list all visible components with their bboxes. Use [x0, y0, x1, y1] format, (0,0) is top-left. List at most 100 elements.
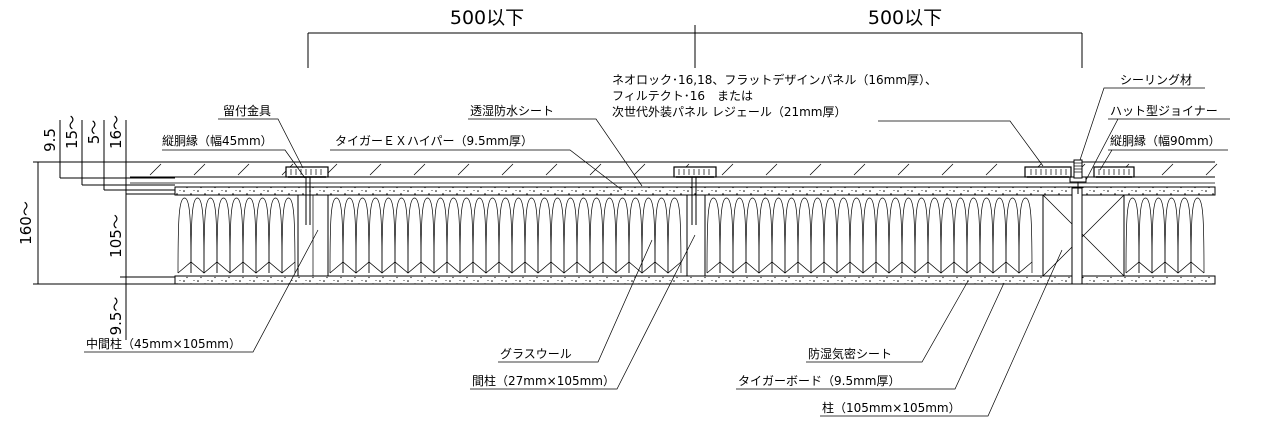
glass-wool-zigzag	[706, 261, 1033, 274]
glass-wool-loop	[758, 197, 773, 274]
glass-wool-loop	[849, 197, 864, 274]
dim-500-right: 500以下	[868, 7, 942, 29]
label-tiger-board: タイガーボード（9.5mm厚）	[738, 374, 900, 388]
hatch-line	[985, 163, 998, 176]
label-furring-45: 縦胴縁（幅45mm）	[162, 133, 273, 148]
glass-wool-loop	[394, 197, 409, 274]
label-post: 柱（105mm×105mm）	[822, 400, 961, 415]
glass-wool-loop	[524, 197, 539, 274]
dim-500-left: 500以下	[450, 7, 524, 29]
label-panel-line3: 次世代外装パネル レジェール（21mm厚）	[612, 105, 846, 119]
hatch-line	[369, 163, 382, 176]
leader-lines	[84, 87, 1230, 417]
glass-wool-loop	[268, 197, 283, 274]
label-tiger-ex-hyper: タイガーＥＸハイパー（9.5mm厚）	[335, 134, 533, 148]
glass-wool-pattern	[177, 197, 1205, 274]
labels: 留付金具 縦胴縁（幅45mm） タイガーＥＸハイパー（9.5mm厚） 透湿防水シ…	[86, 72, 1221, 415]
glass-wool-loop	[953, 197, 968, 274]
glass-wool-loop	[381, 197, 396, 274]
glass-wool-loop	[255, 197, 270, 274]
glass-wool-loop	[281, 197, 296, 274]
glass-wool-loop	[992, 197, 1007, 274]
label-panel-line2: フィルテクト･16 または	[612, 89, 753, 103]
glass-wool-loop	[576, 197, 591, 274]
glass-wool-loop	[550, 197, 565, 274]
glass-wool-loop	[732, 197, 747, 274]
glass-wool-loop	[368, 197, 383, 274]
label-sealant: シーリング材	[1120, 73, 1192, 87]
left-dimensions: 160〜 9.5 15〜 5〜 16〜 105〜 9.5〜	[17, 115, 175, 340]
glass-wool-loop	[1005, 197, 1020, 274]
glass-wool-loop	[875, 197, 890, 274]
glass-wool-loop	[862, 197, 877, 274]
glass-wool-loop	[485, 197, 500, 274]
label-mid-post: 中間柱（45mm×105mm）	[86, 336, 241, 351]
dim-5: 5〜	[85, 120, 103, 145]
glass-wool-loop	[784, 197, 799, 274]
glass-wool-loop	[823, 197, 838, 274]
glass-wool-loop	[706, 197, 721, 274]
dim-9-5-bottom: 9.5〜	[107, 297, 125, 336]
glass-wool-zigzag	[1125, 261, 1205, 274]
glass-wool-loop	[1138, 197, 1153, 274]
label-stud: 間柱（27mm×105mm）	[472, 373, 615, 388]
hatch-line	[413, 163, 426, 176]
glass-wool-loop	[1018, 197, 1033, 274]
glass-wool-loop	[537, 197, 552, 274]
label-breather-sheet: 透湿防水シート	[470, 103, 554, 118]
dim-9-5: 9.5	[41, 128, 59, 152]
top-dimension: 500以下 500以下	[307, 7, 1083, 68]
wall-layers	[130, 161, 1218, 285]
hatch-line	[897, 163, 910, 176]
glass-wool-loop	[654, 197, 669, 274]
hatch-line	[237, 163, 250, 176]
glass-wool-loop	[563, 197, 578, 274]
glass-wool-loop	[901, 197, 916, 274]
label-fastener: 留付金具	[223, 103, 271, 118]
glass-wool-loop	[927, 197, 942, 274]
glass-wool-loop	[1177, 197, 1192, 274]
glass-wool-loop	[589, 197, 604, 274]
hatch-line	[501, 163, 514, 176]
glass-wool-zigzag	[329, 261, 682, 274]
glass-wool-loop	[242, 197, 257, 274]
dim-15: 15〜	[63, 115, 81, 149]
label-glass-wool: グラスウール	[500, 347, 572, 361]
glass-wool-loop	[446, 197, 461, 274]
dim-160: 160〜	[17, 201, 35, 245]
label-hat-joiner: ハット型ジョイナー	[1110, 104, 1218, 118]
hatch-line	[1161, 163, 1174, 176]
glass-wool-loop	[836, 197, 851, 274]
glass-wool-loop	[216, 197, 231, 274]
glass-wool-loop	[797, 197, 812, 274]
dim-105: 105〜	[107, 214, 125, 258]
post	[1042, 187, 1125, 285]
glass-wool-loop	[641, 197, 656, 274]
glass-wool-loop	[745, 197, 760, 274]
hatch-line	[457, 163, 470, 176]
glass-wool-loop	[1190, 197, 1205, 274]
glass-wool-loop	[771, 197, 786, 274]
hatch-line	[721, 163, 734, 176]
glass-wool-loop	[498, 197, 513, 274]
glass-wool-loop	[914, 197, 929, 274]
hatch-line	[941, 163, 954, 176]
glass-wool-loop	[229, 197, 244, 274]
label-panel-line1: ネオロック･16,18、フラットデザインパネル（16mm厚）、	[612, 72, 937, 87]
label-furring-90: 縦胴縁（幅90mm）	[1110, 133, 1221, 148]
hatch-line	[765, 163, 778, 176]
glass-wool-loop	[329, 197, 344, 274]
mid-post	[297, 194, 329, 277]
glass-wool-loop	[342, 197, 357, 274]
glass-wool-loop	[1151, 197, 1166, 274]
hatch-line	[1205, 163, 1218, 176]
glass-wool-loop	[719, 197, 734, 274]
fastener-center	[673, 166, 717, 225]
hatch-line	[193, 163, 206, 176]
glass-wool-loop	[1164, 197, 1179, 274]
glass-wool-loop	[888, 197, 903, 274]
glass-wool-loop	[407, 197, 422, 274]
glass-wool-loop	[1125, 197, 1140, 274]
hatch-line	[149, 163, 162, 176]
hatch-line	[853, 163, 866, 176]
